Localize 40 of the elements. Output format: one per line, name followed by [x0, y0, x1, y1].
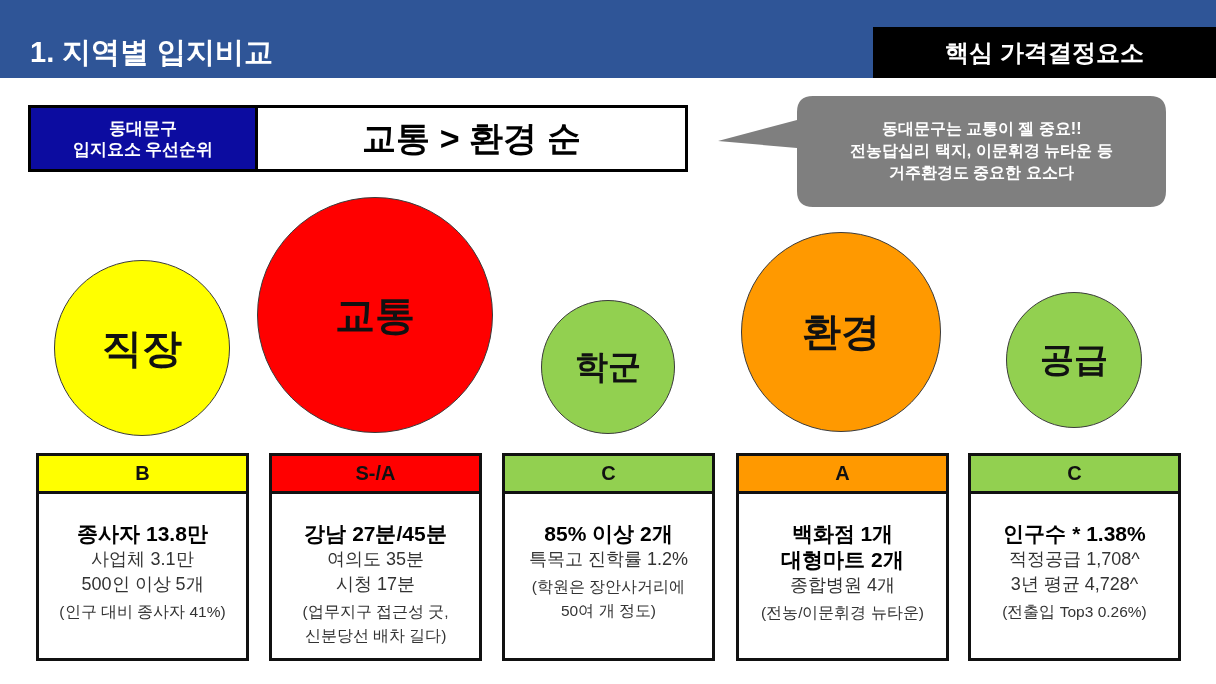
headline-text: 인구수 * 1.38% — [1003, 521, 1146, 547]
factor-circle: 공급 — [1006, 292, 1142, 428]
detail-text: 적정공급 1,708^ — [1009, 548, 1140, 571]
category-tag: 핵심 가격결정요소 — [873, 27, 1216, 78]
note-text: (업무지구 접근성 굿, 신분당선 배차 길다) — [301, 602, 450, 646]
detail-text: 종합병원 4개 — [790, 574, 895, 597]
headline-text: 강남 27분/45분 — [304, 521, 447, 547]
headline-text: 백화점 1개 — [791, 521, 894, 547]
detail-text: 500인 이상 5개 — [81, 573, 204, 596]
note-text: (학원은 장안사거리에 50여 개 정도) — [530, 577, 687, 621]
detail-text: 3년 평균 4,728^ — [1010, 573, 1139, 596]
grade-header: B — [39, 456, 246, 494]
priority-box — [28, 105, 688, 172]
factor-circle: 직장 — [54, 260, 230, 436]
page-title: 1. 지역별 입지비교 — [30, 35, 274, 70]
rating-card — [502, 453, 715, 661]
detail-text: 특목고 진학률 1.2% — [529, 548, 688, 571]
note-text: (전농/이문휘경 뉴타운) — [761, 603, 924, 623]
note-text: (인구 대비 종사자 41%) — [59, 602, 226, 622]
factor-circle: 환경 — [741, 232, 941, 432]
factor-circle: 교통 — [257, 197, 493, 433]
detail-text: 사업체 3.1만 — [91, 548, 194, 571]
grade-header: S-/A — [272, 456, 479, 494]
grade-header: C — [971, 456, 1178, 494]
rating-card — [269, 453, 482, 661]
headline-text: 85% 이상 2개 — [544, 521, 673, 547]
grade-header: C — [505, 456, 712, 494]
grade-header: A — [739, 456, 946, 494]
priority-heading: 동대문구 입지요소 우선순위 — [31, 108, 258, 169]
note-text: (전출입 Top3 0.26%) — [1002, 602, 1147, 622]
bubble-text: 동대문구는 교통이 젤 중요!! 전농답십리 택지, 이문휘경 뉴타운 등 거주환경도 중요한 요소다 — [849, 119, 1114, 183]
headline-text: 대형마트 2개 — [781, 547, 904, 573]
factor-circle: 학군 — [541, 300, 675, 434]
rating-card — [36, 453, 249, 661]
detail-text: 시청 17분 — [336, 573, 415, 596]
rating-card — [736, 453, 949, 661]
priority-value: 교통 > 환경 순 — [361, 117, 582, 159]
rating-card — [968, 453, 1181, 661]
headline-text: 종사자 13.8만 — [77, 521, 208, 547]
detail-text: 여의도 35분 — [327, 548, 424, 571]
